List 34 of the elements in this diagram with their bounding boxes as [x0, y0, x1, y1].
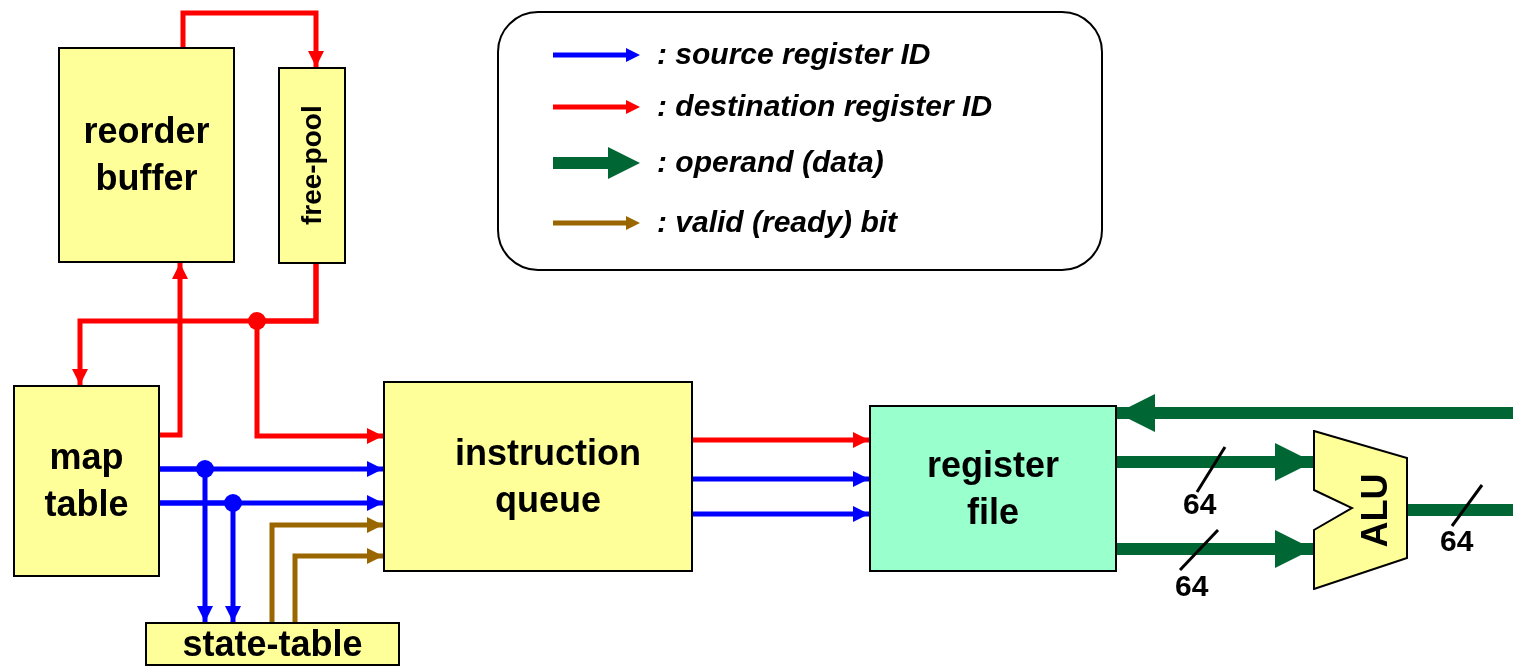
node-label: reorder buffer	[82, 109, 211, 200]
alu-symbol	[1313, 430, 1408, 590]
arrow	[160, 263, 188, 438]
arrow	[693, 432, 869, 448]
data-bus-arrow	[1117, 529, 1313, 569]
node-label: state-table	[182, 621, 363, 666]
legend-text: : operand (data)	[657, 145, 884, 179]
arrow	[693, 506, 869, 522]
legend-text: : valid (ready) bit	[657, 205, 898, 239]
arrow	[254, 264, 383, 444]
arrow	[292, 548, 383, 622]
legend-text: : destination register ID	[657, 89, 993, 123]
bus-width-label: 64	[1440, 524, 1474, 558]
free-pool-box	[278, 67, 346, 264]
data-bus-arrow	[1117, 393, 1513, 433]
bus-width-label: 64	[1183, 487, 1217, 521]
bus-width-label: 64	[1175, 569, 1209, 603]
data-bus-arrow	[1117, 442, 1313, 482]
legend-text: : source register ID	[657, 37, 931, 71]
node-label: register file	[925, 442, 1061, 534]
arrow	[160, 466, 213, 622]
arrow	[269, 517, 383, 622]
arrow	[693, 471, 869, 487]
arrow	[180, 10, 324, 67]
register-file-box	[869, 405, 1117, 572]
state-table-box	[145, 622, 400, 666]
node-label: ALU	[1352, 473, 1396, 547]
node-label: map table	[43, 435, 130, 526]
arrow	[160, 500, 241, 622]
instruction-queue-box	[383, 381, 693, 572]
map-table-box	[13, 385, 160, 577]
node-label: instruction queue	[454, 430, 642, 522]
node-label: free-pool	[294, 105, 328, 226]
reorder-buffer-box	[58, 47, 235, 263]
